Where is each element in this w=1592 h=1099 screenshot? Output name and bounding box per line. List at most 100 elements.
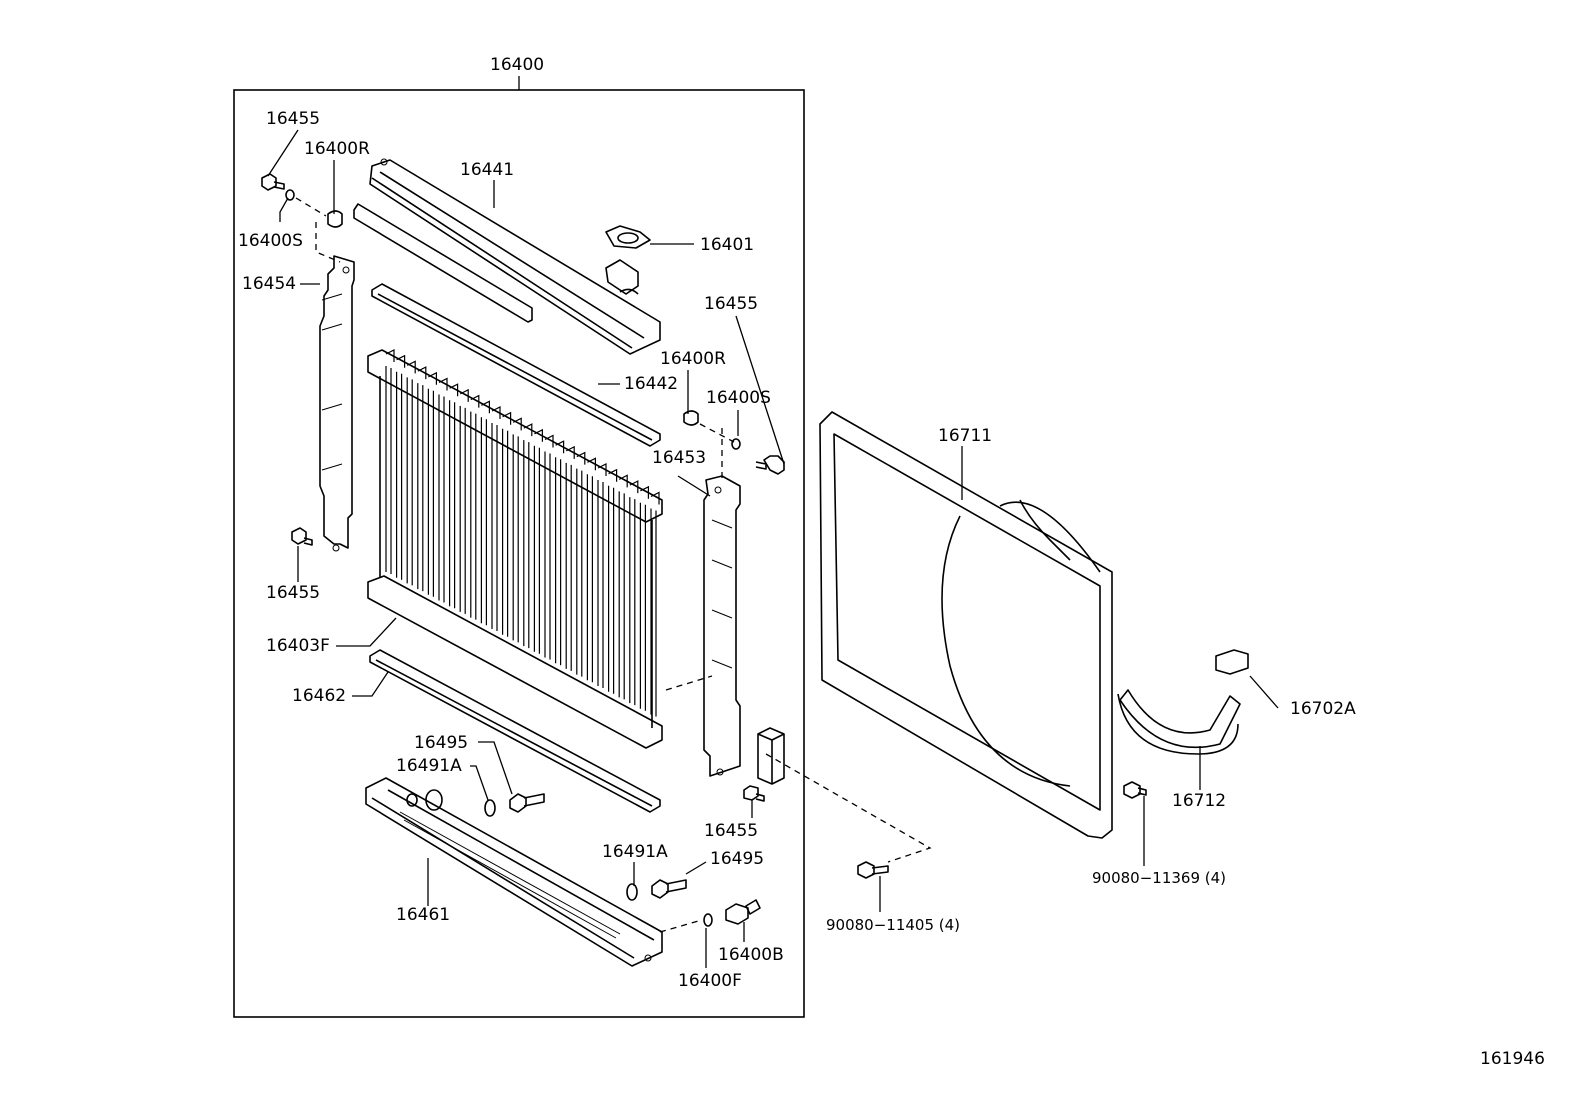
core-fin [576,468,583,677]
drain-plug-16495-b [651,879,687,899]
core-fin [629,497,636,706]
core-tab [459,388,469,402]
core-fin [459,405,466,614]
core-fin [639,502,646,711]
core-tab [491,406,501,419]
core-tab [396,354,406,368]
label-16461: 16461 [396,905,450,925]
guide-line-drain [659,919,703,933]
core-fin [512,434,519,643]
core-tab [629,480,639,494]
radiator-assembly-frame [233,76,805,1018]
clip-16702A [1215,649,1249,675]
label-16455-upper-left: 16455 [266,109,320,129]
label-16400S-upper-left: 16400S [238,231,303,251]
bolt-16455-left-lower [291,527,313,546]
core-tab [608,468,618,482]
label-16401: 16401 [700,235,754,255]
core-fin [565,462,572,671]
core-tab [470,394,480,408]
label-90080-11405: 90080−11405 (4) [826,916,960,934]
gasket-16442-upper [371,283,661,447]
core-fin [555,457,562,666]
core-fin [480,417,487,626]
core-tab [618,474,628,488]
support-16453-right [703,475,741,777]
core-tab [512,417,522,431]
core-tab [385,349,395,362]
shroud-lower-16712 [1119,689,1241,749]
bolt-16455-right-upper [755,455,785,475]
label-16455-lower-right: 16455 [704,821,758,841]
label-16491A-upper: 16491A [396,756,462,776]
support-16454-left [319,255,355,552]
bolt-90080-11405 [857,861,889,879]
core-fin [533,445,540,654]
core-tab [481,400,490,414]
label-16400F: 16400F [678,971,742,991]
label-16454: 16454 [242,274,296,294]
core-tab [565,445,575,459]
core-fin [427,388,434,597]
core-fin [608,485,615,694]
drain-plug-16495-a [509,793,545,813]
lower-tank-16461 [365,777,663,967]
label-16441: 16441 [460,160,514,180]
o-ring-16400F [703,913,713,927]
core-fin [385,366,392,574]
core-fin [449,400,456,609]
core-tab [438,377,448,391]
core-fin [597,480,604,688]
guide-line-upper-left [295,197,341,263]
guide-line-shroud [665,675,932,863]
bolt-16455-lower-right [743,785,765,802]
radiator-core-16403F [367,349,663,749]
core-fin [417,383,424,592]
core-tab [597,463,607,476]
label-16495-upper: 16495 [414,733,468,753]
core-tab [555,440,565,454]
core-fins [385,349,660,717]
label-16712: 16712 [1172,791,1226,811]
core-fin [406,377,413,586]
fan-shroud-16711 [819,411,1239,839]
core-tab [587,457,596,471]
label-16711: 16711 [938,426,992,446]
label-assembly: 16400 [490,55,544,75]
core-fin [396,371,403,580]
label-16400S-right: 16400S [706,388,771,408]
seal-strip-16441 [353,203,533,323]
washer-16400S-right [731,438,741,450]
bolt-90080-11369 [1123,781,1147,799]
o-ring-16491A-a [484,799,496,817]
core-tab [576,451,586,465]
core-tab [417,366,427,380]
label-16400R-right: 16400R [660,349,726,369]
label-16442: 16442 [624,374,678,394]
core-tab [502,411,512,425]
label-16455-left-lower: 16455 [266,583,320,603]
core-tab [449,383,459,397]
core-fin [650,508,657,717]
leader-lines [267,129,1279,968]
core-fin [438,394,445,603]
label-16495-lower: 16495 [710,849,764,869]
core-fin [502,428,509,637]
label-16400R-upper-left: 16400R [304,139,370,159]
cushion-16400R-upper-left [327,210,343,228]
core-tab [544,434,554,448]
drain-cock-16400B [725,899,761,925]
core-fin [491,423,498,631]
guide-line-right [699,423,735,478]
label-16400B: 16400B [718,945,784,965]
label-16491A-lower: 16491A [602,842,668,862]
label-16453: 16453 [652,448,706,468]
core-fin [523,440,530,649]
gasket-16462-lower [369,649,661,813]
label-16403F: 16403F [266,636,330,656]
diagram-id: 161946 [1480,1049,1545,1069]
bolt-16455-upper-left [261,173,285,191]
washer-16400S-upper-left [285,189,295,201]
label-16462: 16462 [292,686,346,706]
